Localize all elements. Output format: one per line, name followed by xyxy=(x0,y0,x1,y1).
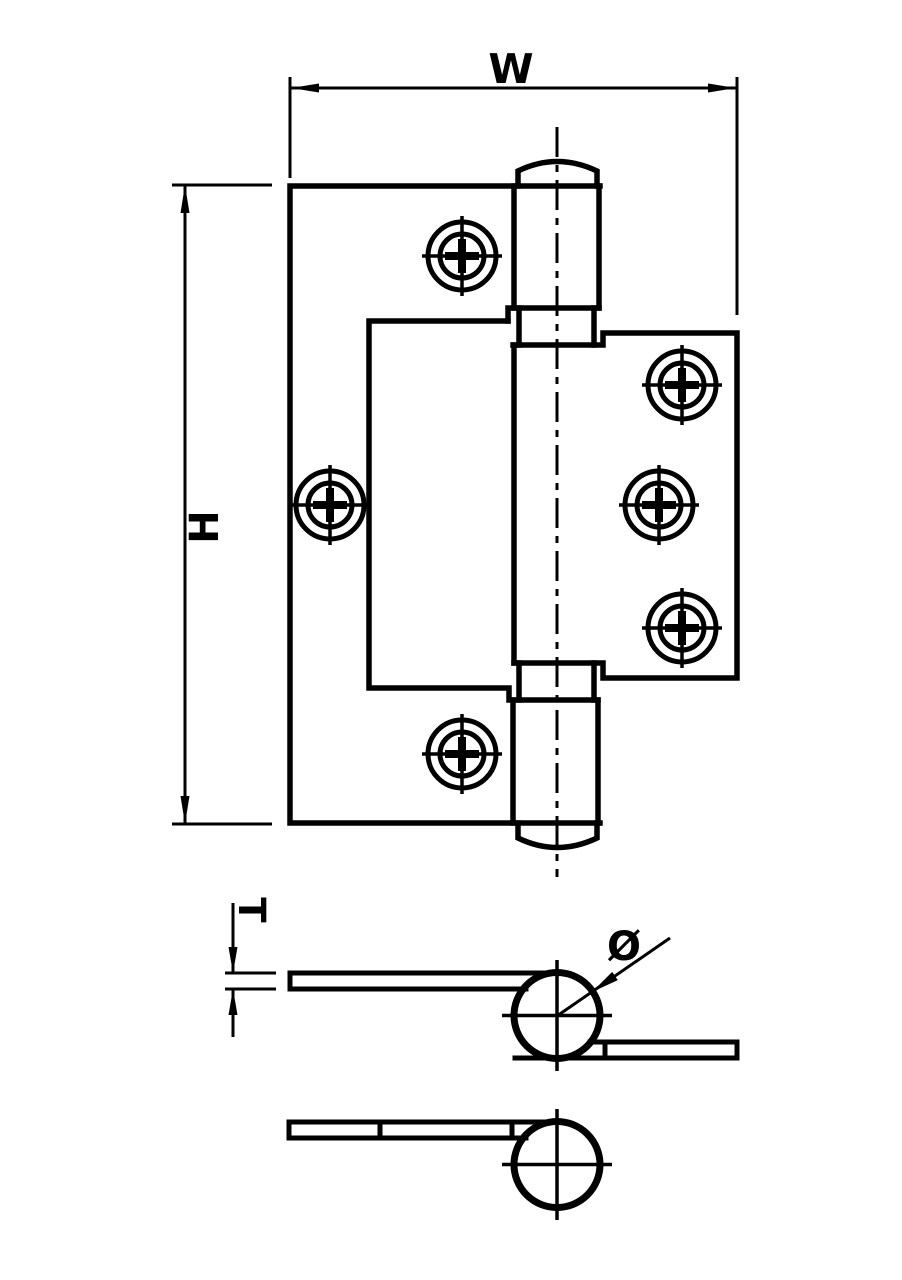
label-height: H xyxy=(182,510,228,543)
pin-circle-2-crosshair xyxy=(502,1109,612,1220)
dimension-h: H xyxy=(172,183,272,826)
left-leaf-cutout xyxy=(366,318,601,703)
knuckle-top-segment xyxy=(511,183,602,311)
label-thickness: T xyxy=(230,897,273,923)
hinge-outline xyxy=(287,158,740,851)
arrow-w-left xyxy=(291,83,319,93)
screw-hole-left-middle xyxy=(290,465,370,545)
dimension-h-lines xyxy=(172,183,272,826)
knuckle-top-boundary xyxy=(505,305,602,324)
pin-cap-top xyxy=(515,158,600,189)
side2-leaf-joints xyxy=(377,1119,515,1141)
screw-hole-right-top xyxy=(642,345,722,425)
label-diameter: Ø xyxy=(607,924,641,970)
side1-left-leaf xyxy=(287,970,555,992)
arrow-h-top xyxy=(180,185,190,213)
dimension-t-lines xyxy=(225,903,276,1037)
front-view xyxy=(287,127,740,877)
side2-leaf xyxy=(286,1119,555,1141)
screw-hole-left-bottom xyxy=(422,714,502,794)
pin-cap-bottom xyxy=(515,820,600,851)
side-view-single-leaf xyxy=(286,1109,612,1220)
side1-right-leaf xyxy=(512,1039,740,1061)
label-width: W xyxy=(488,45,533,93)
arrow-t-up xyxy=(228,989,238,1015)
diameter-callout: Ø xyxy=(556,924,671,1018)
arrow-diameter xyxy=(592,971,618,992)
arrow-h-bottom xyxy=(180,796,190,824)
side-view-assembled xyxy=(287,960,740,1071)
dimension-w-lines xyxy=(288,77,739,315)
knuckle-bottom-segment xyxy=(510,697,601,826)
screw-hole-left-top xyxy=(422,216,502,296)
dimension-t: T xyxy=(225,897,276,1037)
screw-hole-right-bottom xyxy=(642,588,722,668)
bearing-washer-top xyxy=(516,305,597,348)
bearing-washer-bottom xyxy=(516,660,597,703)
arrow-w-right xyxy=(708,83,736,93)
side-view-2-plate xyxy=(286,1119,555,1141)
screw-hole-right-middle xyxy=(619,465,699,545)
arrow-t-down xyxy=(228,947,238,973)
side-view-1-plates xyxy=(287,970,740,1061)
dimension-w: W xyxy=(288,45,739,315)
right-leaf-outline xyxy=(510,330,740,681)
